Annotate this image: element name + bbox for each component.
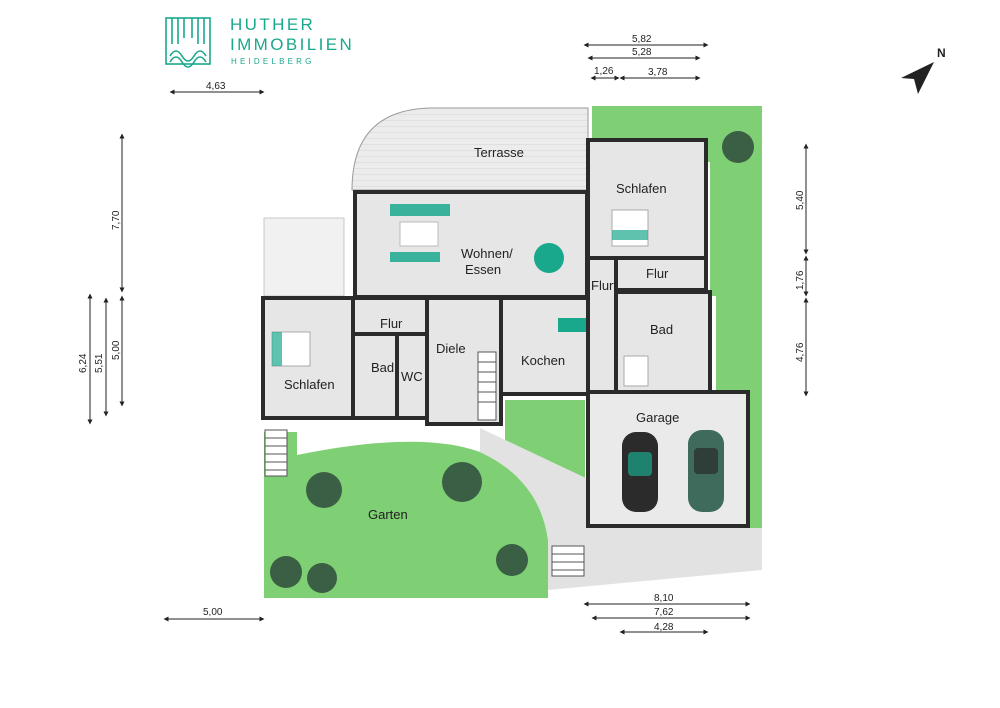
stairs-south — [551, 545, 585, 577]
label-wohnen-2: Essen — [465, 262, 501, 277]
brand-name-line2: IMMOBILIEN — [230, 35, 354, 54]
brand-name-line1: HUTHER — [230, 15, 315, 34]
label-wohnen-1: Wohnen/ — [461, 246, 513, 261]
room-labels: Terrasse Wohnen/ Essen Schlafen Flur Flu… — [284, 145, 679, 522]
label-kochen: Kochen — [521, 353, 565, 368]
dim-7-62: 7,62 — [654, 607, 674, 618]
label-flurt: Flurt — [591, 278, 617, 293]
dim-5-28: 5,28 — [632, 47, 652, 58]
stairs-west — [264, 429, 288, 477]
label-garage: Garage — [636, 410, 679, 425]
north-arrow: N — [901, 46, 946, 94]
dim-1-76: 1,76 — [795, 270, 806, 290]
kochen-floor — [499, 296, 590, 396]
brand-city: HEIDELBERG — [231, 57, 315, 66]
sofa — [390, 204, 450, 216]
dim-3-78: 3,78 — [648, 67, 668, 78]
wc-floor — [395, 332, 429, 420]
paved — [263, 217, 762, 590]
label-schlafen-w: Schlafen — [284, 377, 335, 392]
label-diele: Diele — [436, 341, 466, 356]
stairs-diele — [477, 351, 497, 421]
tree-icon — [442, 462, 482, 502]
label-bad-w: Bad — [371, 360, 394, 375]
label-wc: WC — [401, 369, 423, 384]
dim-5-00-h: 5,00 — [203, 607, 223, 618]
terrace — [351, 107, 589, 191]
dim-4-76: 4,76 — [795, 342, 806, 362]
tree-icon — [306, 472, 342, 508]
tree-icon — [496, 544, 528, 576]
bed-ne-pillow — [612, 230, 648, 240]
dim-8-10: 8,10 — [654, 593, 674, 604]
lawn-top — [350, 106, 762, 528]
dim-5-51: 5,51 — [94, 353, 105, 373]
label-garten: Garten — [368, 507, 408, 522]
dining-table — [534, 243, 564, 273]
tree-icon — [270, 556, 302, 588]
dim-5-00-v: 5,00 — [111, 340, 122, 360]
dimension-labels: 5,82 5,28 1,26 3,78 4,63 7,70 6,24 5,51 … — [78, 34, 806, 633]
label-flur-ne: Flur — [646, 266, 669, 281]
dim-1-26: 1,26 — [594, 66, 614, 77]
dim-5-82: 5,82 — [632, 34, 652, 45]
north-arrow-icon — [901, 62, 934, 94]
brand-logo: HUTHER IMMOBILIEN HEIDELBERG — [165, 15, 354, 68]
dimension-lines — [87, 42, 809, 635]
dim-4-63: 4,63 — [206, 81, 226, 92]
label-flur-w: Flur — [380, 316, 403, 331]
trees — [270, 131, 754, 593]
label-terrasse: Terrasse — [474, 145, 524, 160]
label-schlafen-ne: Schlafen — [616, 181, 667, 196]
coffee-table — [399, 221, 439, 247]
label-bad-ne: Bad — [650, 322, 673, 337]
sofa-2 — [390, 252, 440, 262]
bad-w-floor — [351, 332, 399, 420]
carport-strip — [263, 217, 345, 297]
dim-6-24: 6,24 — [78, 353, 89, 373]
bed-ne — [611, 209, 649, 247]
logo-mark-icon — [165, 17, 211, 68]
north-label: N — [937, 46, 946, 60]
furniture — [264, 204, 649, 577]
bathtub-ne — [623, 355, 649, 387]
tree-icon — [307, 563, 337, 593]
dim-7-70: 7,70 — [111, 210, 122, 230]
kitchen-island — [558, 318, 586, 332]
bed-w-pillow — [272, 332, 282, 366]
driveway — [548, 528, 762, 590]
tree-icon — [722, 131, 754, 163]
cars — [622, 430, 724, 512]
dim-4-28: 4,28 — [654, 622, 674, 633]
dim-5-40: 5,40 — [795, 190, 806, 210]
path-curve — [480, 428, 590, 540]
